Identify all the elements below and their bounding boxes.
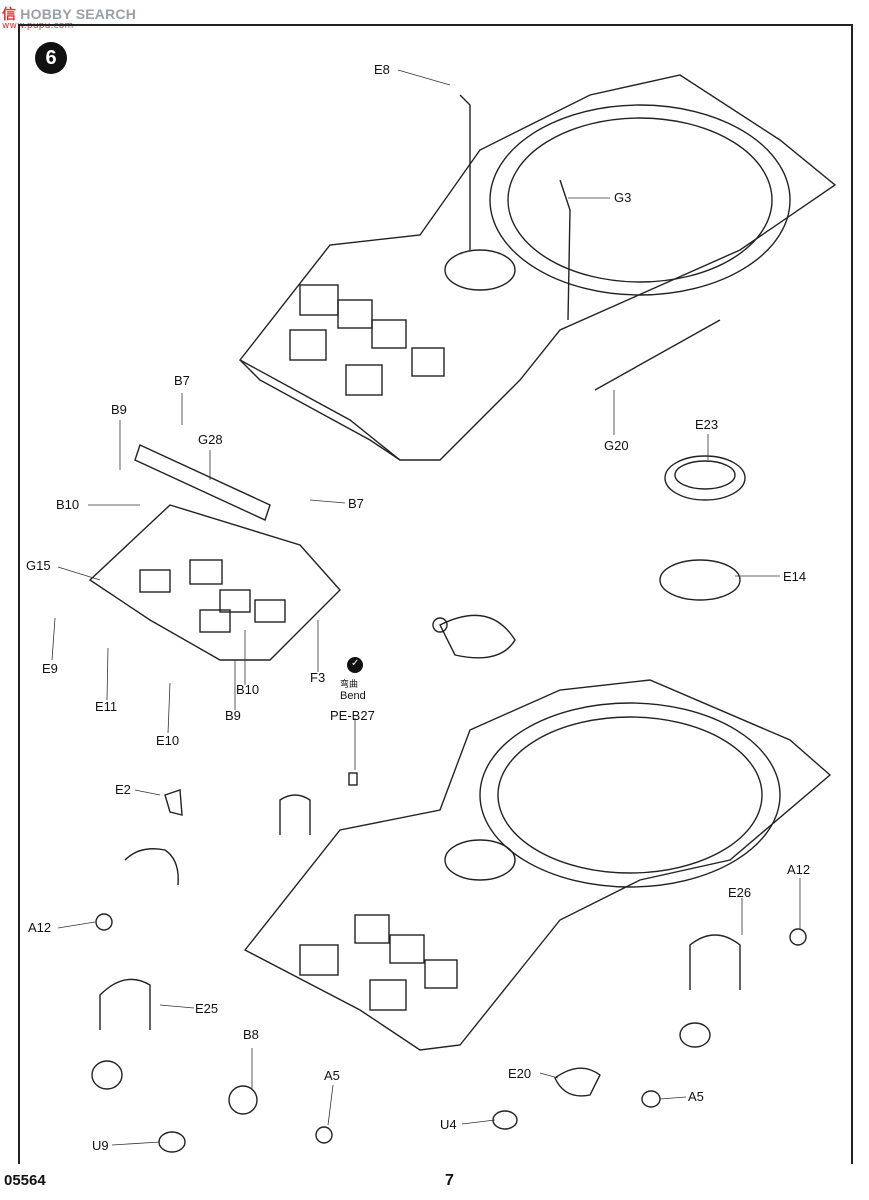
hatch-parts (432, 455, 746, 659)
label-f3: F3 (310, 670, 326, 685)
label-b7-right: B7 (348, 496, 364, 511)
label-g15: G15 (26, 558, 51, 573)
label-b9-top: B9 (111, 402, 127, 417)
label-b10-bottom: B10 (236, 682, 260, 697)
label-pe-b27: PE-B27 (330, 708, 375, 723)
watermark-cn: 信 (2, 6, 17, 22)
label-e10: E10 (156, 733, 180, 748)
upper-hull-bottom-view (243, 679, 832, 1051)
label-e20: E20 (508, 1066, 532, 1081)
watermark: 信 HOBBY SEARCH www.pupu.com (2, 4, 137, 31)
label-e26: E26 (728, 885, 752, 900)
step-number-badge: 6 (35, 42, 67, 74)
label-b9-bottom: B9 (225, 708, 241, 723)
label-a5-right: A5 (688, 1089, 704, 1104)
label-e2: E2 (115, 782, 131, 797)
rod-g20 (594, 319, 721, 391)
label-g3: G3 (614, 190, 632, 205)
label-u9: U9 (92, 1138, 109, 1153)
label-g28: G28 (198, 432, 223, 447)
bend-note-cn: 弯曲 (340, 680, 359, 690)
watermark-url: www.pupu.com (2, 21, 74, 31)
label-e8: E8 (374, 62, 390, 77)
label-g20: G20 (604, 438, 629, 453)
label-b7-top: B7 (174, 373, 190, 388)
label-e11: E11 (95, 699, 118, 714)
leader-lines (51, 69, 801, 1146)
watermark-text: HOBBY SEARCH (20, 6, 137, 22)
page-number: 7 (445, 1172, 454, 1189)
label-a12-right: A12 (787, 862, 811, 877)
frame-top (18, 24, 853, 26)
frame-right (851, 24, 853, 1164)
label-u4: U4 (440, 1117, 457, 1132)
engine-deck-subassembly (88, 444, 341, 661)
label-e14: E14 (783, 569, 807, 584)
label-e25: E25 (195, 1001, 219, 1016)
frame-left (18, 24, 20, 1164)
rod-g3 (559, 179, 571, 321)
antenna-rod-e8 (459, 94, 471, 250)
label-e23: E23 (695, 417, 719, 432)
bend-icon (347, 657, 363, 673)
bend-note-en: Bend (340, 690, 366, 702)
label-a5-left: A5 (324, 1068, 340, 1083)
upper-hull-top-view (238, 74, 837, 461)
label-e9: E9 (42, 661, 58, 676)
label-b8: B8 (243, 1027, 259, 1042)
label-b10-left: B10 (56, 497, 80, 512)
product-code: 05564 (4, 1172, 46, 1189)
label-a12-left: A12 (28, 920, 52, 935)
